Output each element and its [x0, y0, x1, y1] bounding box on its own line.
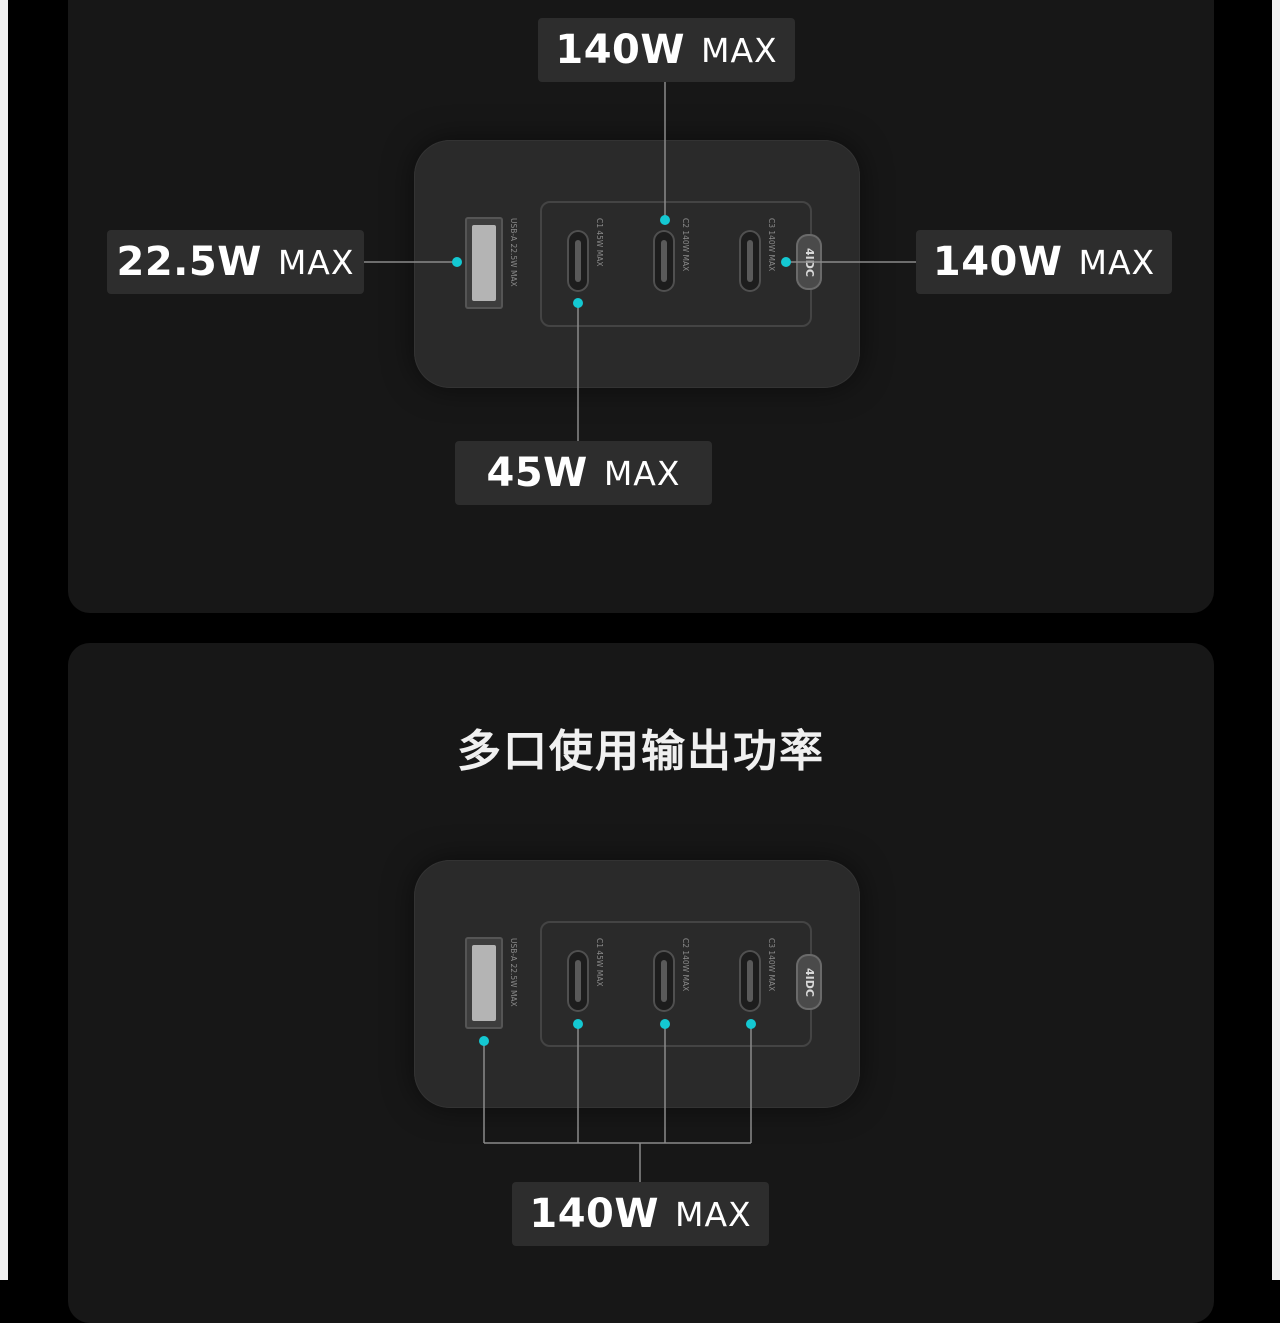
callout-c1-watt: 45W: [486, 450, 588, 496]
usb-c2-port: [653, 230, 675, 292]
callout-c3-max: MAX: [1078, 242, 1156, 282]
multi-port-title: 多口使用输出功率: [457, 726, 825, 777]
callout-usb-a-power: 22.5W MAX: [107, 230, 364, 294]
usb-c2-port-text: C2 140W MAX: [681, 938, 690, 992]
usb-c1-port: [567, 950, 589, 1012]
usb-c3-port-text: C3 140W MAX: [767, 938, 776, 992]
usb-c1-port-text: C1 45W MAX: [595, 218, 604, 267]
usb-a-port-text: USB-A 22.5W MAX: [509, 938, 518, 1007]
usb-c3-port-text: C3 140W MAX: [767, 218, 776, 272]
usb-a-port: [465, 937, 503, 1029]
callout-total-max: MAX: [674, 1194, 752, 1234]
usb-c1-port: [567, 230, 589, 292]
brand-logo-badge: 4IDC: [796, 234, 822, 290]
brand-logo-badge: 4IDC: [796, 954, 822, 1010]
callout-total-power: 140W MAX: [512, 1182, 769, 1246]
callout-c1-power: 45W MAX: [455, 441, 712, 505]
charger-diagram-single: USB-A 22.5W MAX C1 45W MAX C2 140W MAX C…: [414, 140, 860, 388]
callout-usb-a-max: MAX: [277, 242, 355, 282]
usb-a-port-text: USB-A 22.5W MAX: [509, 218, 518, 287]
callout-c2-power: 140W MAX: [538, 18, 795, 82]
usb-a-port: [465, 217, 503, 309]
charger-diagram-multi: USB-A 22.5W MAX C1 45W MAX C2 140W MAX C…: [414, 860, 860, 1108]
usb-c2-port-text: C2 140W MAX: [681, 218, 690, 272]
usb-c1-port-text: C1 45W MAX: [595, 938, 604, 987]
frame-edge-right: [1272, 0, 1280, 1280]
callout-c3-watt: 140W: [932, 239, 1063, 285]
usb-c3-port: [739, 950, 761, 1012]
usb-c2-port: [653, 950, 675, 1012]
callout-total-watt: 140W: [529, 1191, 659, 1237]
frame-edge-left: [0, 0, 8, 1280]
callout-c1-max: MAX: [603, 453, 681, 493]
callout-c2-max: MAX: [700, 30, 778, 70]
callout-usb-a-watt: 22.5W: [116, 239, 262, 285]
usb-c3-port: [739, 230, 761, 292]
callout-c3-power: 140W MAX: [916, 230, 1172, 294]
callout-c2-watt: 140W: [555, 27, 685, 73]
